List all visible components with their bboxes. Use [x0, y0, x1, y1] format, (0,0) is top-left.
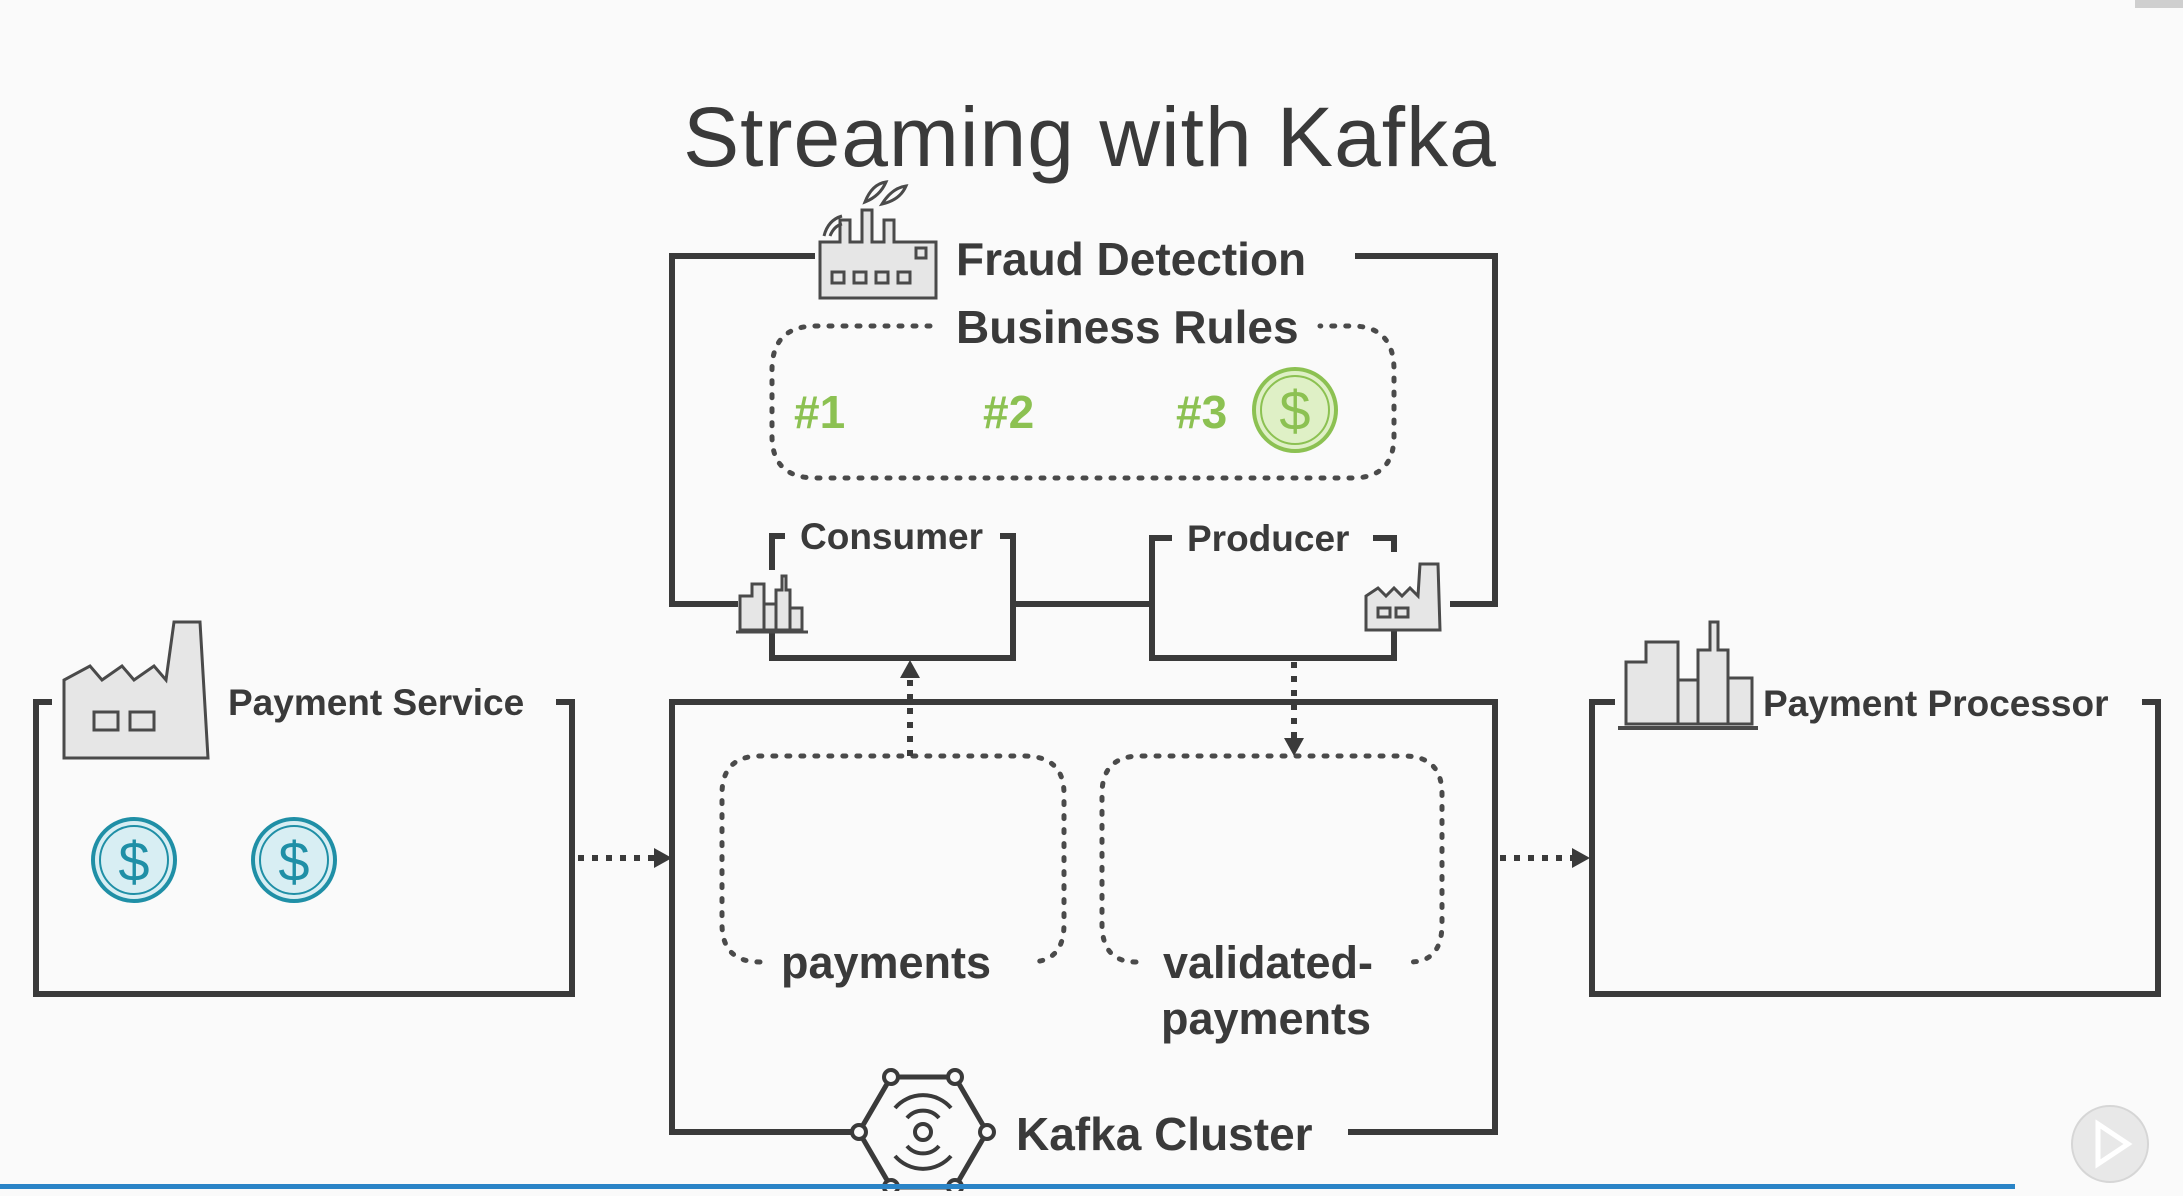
scrollbar-thumb[interactable] — [2135, 0, 2183, 8]
service-to-kafka-arrowhead — [654, 848, 672, 868]
consumer-box-outline — [769, 533, 1016, 661]
payment-processor-box — [1589, 699, 2161, 997]
business-rules-region — [769, 323, 1397, 481]
payment-service-label: Payment Service — [228, 682, 524, 723]
payment-processor-label: Payment Processor — [1763, 683, 2109, 724]
dollar-coin-icon: $ — [251, 817, 337, 903]
consumer-box-topleft — [769, 533, 785, 570]
validated-payments-topic-label-2: payments — [1161, 993, 1371, 1044]
rule-3-dollar-symbol: $ — [1279, 379, 1310, 442]
fraud-detection-box-left — [669, 253, 815, 607]
producer-to-validated-arrowhead — [1284, 738, 1304, 756]
coin-1-dollar-symbol: $ — [118, 830, 149, 893]
producer-box-outline — [1149, 535, 1397, 661]
rule-1: #1 — [794, 386, 845, 438]
play-button-icon[interactable] — [2071, 1105, 2149, 1183]
city-buildings-icon — [1618, 620, 1758, 730]
video-progress-bar[interactable] — [0, 1184, 2015, 1189]
fraud-detection-box-right — [1355, 253, 1498, 607]
dollar-coin-icon: $ — [91, 817, 177, 903]
payments-to-consumer-arrowhead — [900, 660, 920, 678]
producer-box-topright — [1373, 535, 1397, 552]
kafka-to-processor-arrowhead — [1572, 848, 1590, 868]
producer-label: Producer — [1187, 518, 1349, 559]
fraud-detection-label: Fraud Detection — [956, 233, 1306, 285]
page-title: Streaming with Kafka — [683, 90, 1497, 184]
consumer-label: Consumer — [800, 516, 983, 557]
factory-icon — [818, 180, 938, 300]
factory-icon — [62, 620, 210, 760]
rule-2: #2 — [983, 386, 1034, 438]
kafka-cluster-label: Kafka Cluster — [1016, 1108, 1313, 1160]
validated-payments-topic-label-1: validated- — [1163, 937, 1373, 988]
rule-3: #3 — [1176, 386, 1227, 438]
kafka-hexagon-icon — [850, 1068, 996, 1196]
dollar-coin-icon: $ — [1252, 367, 1338, 453]
factory-icon — [1364, 562, 1442, 632]
validated-payments-topic-region — [1099, 753, 1445, 965]
kafka-cluster-box — [669, 699, 1498, 1135]
payment-service-box — [33, 699, 575, 997]
payments-topic-region — [719, 753, 1067, 965]
city-buildings-icon — [736, 574, 808, 634]
coin-2-dollar-symbol: $ — [278, 830, 309, 893]
payments-topic-label: payments — [781, 937, 991, 988]
business-rules-label: Business Rules — [956, 301, 1299, 353]
